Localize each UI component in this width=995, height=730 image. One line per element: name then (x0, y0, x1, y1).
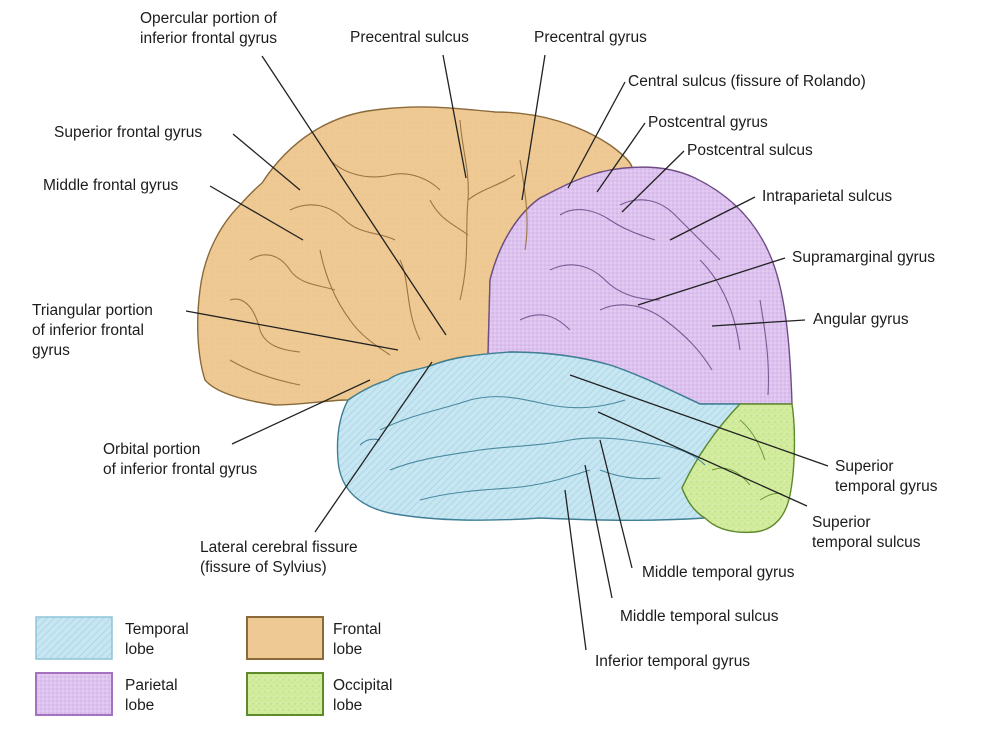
leader-lines (185, 54, 829, 651)
label-line: Inferior temporal gyrus (595, 653, 751, 670)
leader-middle-frontal-gyrus (209, 185, 304, 241)
label-triangular-portion: Triangular portion of inferior frontal g… (32, 301, 153, 361)
label-middle-frontal-gyrus: Middle frontal gyrus (43, 176, 178, 196)
label-postcentral-gyrus: Postcentral gyrus (648, 113, 768, 133)
label-line: Postcentral sulcus (687, 142, 813, 159)
leader-triangular (185, 310, 399, 351)
label-line: Superior frontal gyrus (54, 124, 203, 141)
legend-line: lobe (333, 641, 363, 658)
label-line: Supramarginal gyrus (792, 249, 936, 266)
leader-inferior-temporal-gyrus (564, 489, 587, 651)
legend-line: lobe (125, 697, 155, 714)
label-central-sulcus: Central sulcus (fissure of Rolando) (628, 72, 866, 92)
leader-postcentral-gyrus (596, 122, 646, 193)
label-line: of inferior frontal (32, 322, 144, 339)
legend-line: Frontal (333, 621, 382, 638)
label-line: Middle temporal sulcus (620, 608, 779, 625)
label-line: inferior frontal gyrus (140, 30, 277, 47)
legend-label-occipital: Occipital lobe (333, 676, 392, 716)
frontal-sulci (229, 119, 528, 386)
label-angular-gyrus: Angular gyrus (813, 310, 909, 330)
label-middle-temporal-sulcus: Middle temporal sulcus (620, 607, 779, 627)
leader-orbital (231, 379, 371, 445)
label-opercular-portion: Opercular portion of inferior frontal gy… (140, 9, 277, 49)
label-postcentral-sulcus: Postcentral sulcus (687, 141, 813, 161)
label-line: temporal sulcus (812, 534, 921, 551)
label-inferior-temporal-gyrus: Inferior temporal gyrus (595, 652, 750, 672)
label-line: Postcentral gyrus (648, 114, 768, 131)
label-supramarginal-gyrus: Supramarginal gyrus (792, 248, 935, 268)
label-line: Middle temporal gyrus (642, 564, 795, 581)
label-line: Middle frontal gyrus (43, 177, 179, 194)
leader-precentral-gyrus (521, 54, 546, 201)
label-line: of inferior frontal gyrus (103, 461, 258, 478)
label-line: Opercular portion of (140, 10, 277, 27)
label-superior-frontal-gyrus: Superior frontal gyrus (54, 123, 202, 143)
label-line: temporal gyrus (835, 478, 938, 495)
label-orbital-portion: Orbital portion of inferior frontal gyru… (103, 440, 257, 480)
leader-postcentral-sulcus (621, 150, 685, 213)
label-line: Precentral gyrus (534, 29, 647, 46)
parietal-sulci (519, 199, 769, 396)
label-precentral-gyrus: Precentral gyrus (534, 28, 647, 48)
label-intraparietal-sulcus: Intraparietal sulcus (762, 187, 892, 207)
label-line: gyrus (32, 342, 70, 359)
legend-line: Occipital (333, 677, 393, 694)
label-line: (fissure of Sylvius) (200, 559, 327, 576)
leader-lateral-fissure (314, 361, 433, 533)
label-line: Lateral cerebral fissure (200, 539, 358, 556)
leader-opercular (261, 55, 447, 336)
label-line: Superior (812, 514, 871, 531)
label-line: Precentral sulcus (350, 29, 469, 46)
label-line: Intraparietal sulcus (762, 188, 893, 205)
label-precentral-sulcus: Precentral sulcus (350, 28, 469, 48)
occipital-lobe-region (681, 403, 796, 534)
label-line: Central sulcus (fissure of Rolando) (628, 73, 866, 90)
label-line: Superior (835, 458, 894, 475)
legend-label-temporal: Temporal lobe (125, 620, 189, 660)
label-superior-temporal-sulcus: Superior temporal sulcus (812, 513, 921, 553)
label-line: Triangular portion (32, 302, 153, 319)
leader-intraparietal-sulcus (669, 196, 756, 241)
label-middle-temporal-gyrus: Middle temporal gyrus (642, 563, 794, 583)
leader-middle-temporal-gyrus (599, 439, 633, 569)
legend-line: Parietal (125, 677, 178, 694)
legend-swatch-temporal (35, 616, 113, 660)
leader-superior-temporal-gyrus (569, 374, 829, 467)
legend-line: lobe (125, 641, 155, 658)
label-line: Orbital portion (103, 441, 201, 458)
leader-superior-frontal-gyrus (232, 133, 301, 191)
legend-swatch-occipital (246, 672, 324, 716)
legend-line: lobe (333, 697, 363, 714)
label-line: Angular gyrus (813, 311, 909, 328)
leader-superior-temporal-sulcus (597, 411, 808, 507)
leader-supramarginal-gyrus (637, 257, 786, 306)
leader-central-sulcus (567, 81, 626, 189)
label-lateral-cerebral-fissure: Lateral cerebral fissure (fissure of Syl… (200, 538, 358, 578)
leader-precentral-sulcus (442, 54, 467, 179)
leader-middle-temporal-sulcus (584, 464, 613, 599)
legend-label-frontal: Frontal lobe (333, 620, 381, 660)
legend-swatch-frontal (246, 616, 324, 660)
legend (35, 616, 324, 716)
legend-line: Temporal (125, 621, 189, 638)
temporal-sulci (359, 396, 706, 501)
label-superior-temporal-gyrus: Superior temporal gyrus (835, 457, 938, 497)
legend-label-parietal: Parietal lobe (125, 676, 178, 716)
leader-angular-gyrus (711, 319, 806, 327)
legend-swatch-parietal (35, 672, 113, 716)
